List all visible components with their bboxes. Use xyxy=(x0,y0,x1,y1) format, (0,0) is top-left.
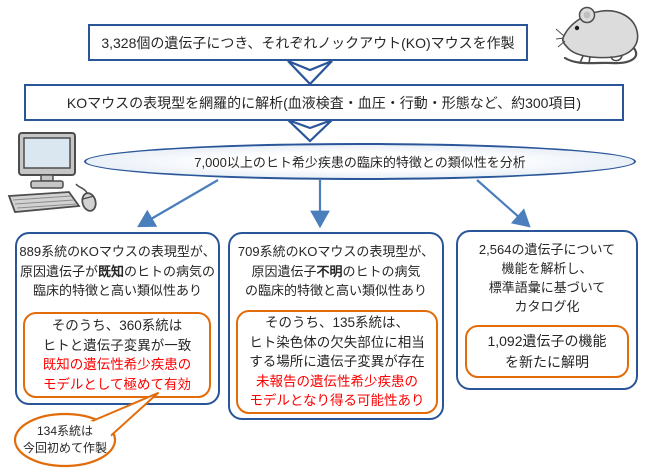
highlight-line-red: モデルとして極めて有効 xyxy=(42,376,192,392)
step3-text: 7,000以上のヒト希少疾患の臨床的特徴との類似性を分析 xyxy=(194,155,526,170)
callout-text: 134系統は 今回初めて作製 xyxy=(22,424,107,455)
summary-line: 原因遺伝子不明のヒトの病気 xyxy=(251,263,421,279)
highlight-line-red: 未報告の遺伝性希少疾患の xyxy=(256,373,418,389)
branch1-summary: 889系統のKOマウスの表現型が、 原因遺伝子が既知のヒトの病気の 臨床的特徴と… xyxy=(17,242,218,301)
step1-box: 3,328個の遺伝子につき、それぞれノックアウト(KO)マウスを作製 xyxy=(88,24,528,61)
highlight-line-red: モデルとなり得る可能性あり xyxy=(249,393,425,409)
computer-icon xyxy=(3,132,103,216)
summary-line: 原因遺伝子が既知のヒトの病気の xyxy=(19,263,216,279)
step2-box: KOマウスの表現型を網羅的に解析(血液検査・血圧・行動・形態など、約300項目) xyxy=(24,84,624,121)
step1-text: 3,328個の遺伝子につき、それぞれノックアウト(KO)マウスを作製 xyxy=(101,34,515,51)
callout-bubble: 134系統は 今回初めて作製 xyxy=(8,385,170,473)
branch2-summary: 709系統のKOマウスの表現型が、 原因遺伝子不明のヒトの病気 の臨床的特徴と高… xyxy=(230,242,442,301)
highlight-line: する場所に遺伝子変異が存在 xyxy=(249,354,425,370)
branch-box-known-gene: 889系統のKOマウスの表現型が、 原因遺伝子が既知のヒトの病気の 臨床的特徴と… xyxy=(15,232,220,405)
down-chevron-icon xyxy=(286,60,334,86)
branch2-highlight-box: そのうち、135系統は、 ヒト染色体の欠失部位に相当 する場所に遺伝子変異が存在… xyxy=(236,310,438,414)
mouse-icon xyxy=(556,0,650,68)
summary-line: 2,564の遺伝子について xyxy=(478,242,616,257)
branch-box-unknown-gene: 709系統のKOマウスの表現型が、 原因遺伝子不明のヒトの病気 の臨床的特徴と高… xyxy=(228,232,444,420)
highlight-line-red: 既知の遺伝性希少疾患の xyxy=(42,357,192,372)
branch1-highlight-box: そのうち、360系統は ヒトと遺伝子変異が一致 既知の遺伝性希少疾患の モデルと… xyxy=(23,312,211,398)
step2-text: KOマウスの表現型を網羅的に解析(血液検査・血圧・行動・形態など、約300項目) xyxy=(66,94,582,111)
highlight-line: 1,092遺伝子の機能 xyxy=(487,332,607,349)
summary-line: 標準語彙に基づいて xyxy=(488,280,606,295)
branch-arrows xyxy=(0,177,650,233)
summary-line: カタログ化 xyxy=(514,299,580,314)
branch3-summary: 2,564の遺伝子について 機能を解析し、 標準語彙に基づいて カタログ化 xyxy=(458,240,636,316)
branch-box-gene-catalog: 2,564の遺伝子について 機能を解析し、 標準語彙に基づいて カタログ化 1,… xyxy=(456,230,638,390)
summary-line: 臨床的特徴と高い類似性あり xyxy=(32,283,202,298)
branch3-highlight-box: 1,092遺伝子の機能 を新たに解明 xyxy=(465,325,629,378)
highlight-line: ヒト染色体の欠失部位に相当 xyxy=(249,334,425,350)
summary-line: 889系統のKOマウスの表現型が、 xyxy=(19,244,216,259)
step3-ellipse: 7,000以上のヒト希少疾患の臨床的特徴との類似性を分析 xyxy=(84,143,636,180)
highlight-line: そのうち、135系統は、 xyxy=(264,315,410,331)
highlight-line: ヒトと遺伝子変異が一致 xyxy=(42,337,192,353)
down-chevron-icon xyxy=(286,119,334,143)
highlight-line: そのうち、360系統は xyxy=(51,318,183,333)
summary-line: 709系統のKOマウスの表現型が、 xyxy=(237,244,435,259)
summary-line: 機能を解析し、 xyxy=(501,261,593,276)
summary-line: の臨床的特徴と高い類似性あり xyxy=(244,283,427,298)
highlight-line: を新たに解明 xyxy=(505,353,589,370)
